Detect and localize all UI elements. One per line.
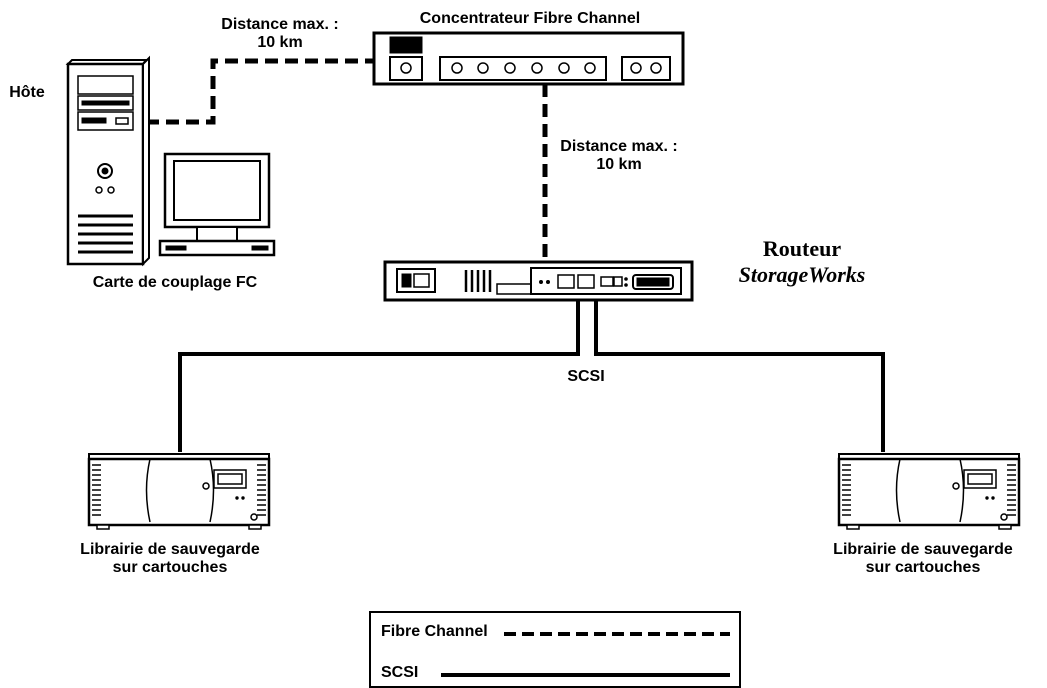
distance-label-top: Distance max. : 10 km xyxy=(190,16,370,52)
router-label: Routeur StorageWorks xyxy=(712,236,892,288)
library-right-body xyxy=(837,457,1021,527)
host-label: Hôte xyxy=(9,84,45,101)
storageworks-router xyxy=(383,260,694,302)
library-right-label: Librairie de sauvegarde sur cartouches xyxy=(793,541,1047,577)
library-left-label-line1: Librairie de sauvegarde xyxy=(80,541,260,558)
scsi-cable-left xyxy=(178,300,580,452)
distance-label-mid-line1: Distance max. : xyxy=(560,138,678,155)
tape-library-right xyxy=(837,453,1021,530)
legend-solid-line-sample xyxy=(441,673,730,677)
fc-cable-host-hub xyxy=(146,58,374,125)
library-right-label-line2: sur cartouches xyxy=(865,559,981,576)
fc-hub xyxy=(372,31,685,86)
fibre-channel-cables xyxy=(146,58,548,262)
monitor-base xyxy=(158,239,276,257)
legend-row-fibre-channel: Fibre Channel xyxy=(381,623,488,641)
distance-label-top-line2: 10 km xyxy=(257,34,303,51)
legend-row-scsi: SCSI xyxy=(381,664,418,682)
host-monitor xyxy=(158,152,276,257)
router-label-line2: StorageWorks xyxy=(738,262,866,287)
legend-fibre-channel-label: Fibre Channel xyxy=(381,623,488,640)
legend-dashed-line-sample xyxy=(504,632,730,636)
tape-library-left xyxy=(87,453,271,530)
distance-label-top-line1: Distance max. : xyxy=(221,16,339,33)
legend-scsi-label: SCSI xyxy=(381,664,419,681)
hub-label: Concentrateur Fibre Channel xyxy=(419,10,641,27)
fc-card-label: Carte de couplage FC xyxy=(92,274,258,291)
scsi-cable-right xyxy=(594,300,885,452)
host-tower xyxy=(65,55,150,267)
scsi-bus-label: SCSI xyxy=(567,368,605,385)
library-left-label-line2: sur cartouches xyxy=(112,559,228,576)
library-left-label: Librairie de sauvegarde sur cartouches xyxy=(40,541,300,577)
legend: Fibre Channel SCSI xyxy=(369,611,741,688)
distance-label-mid-line2: 10 km xyxy=(596,156,642,173)
monitor-screen xyxy=(173,160,261,221)
library-right-label-line1: Librairie de sauvegarde xyxy=(833,541,1013,558)
fc-hub-indicator xyxy=(389,36,423,54)
library-left-body xyxy=(87,457,271,527)
router-label-line1: Routeur xyxy=(762,236,842,261)
scsi-cables xyxy=(178,300,885,452)
distance-label-mid: Distance max. : 10 km xyxy=(549,138,689,174)
fc-hub-port-bank xyxy=(439,56,607,81)
